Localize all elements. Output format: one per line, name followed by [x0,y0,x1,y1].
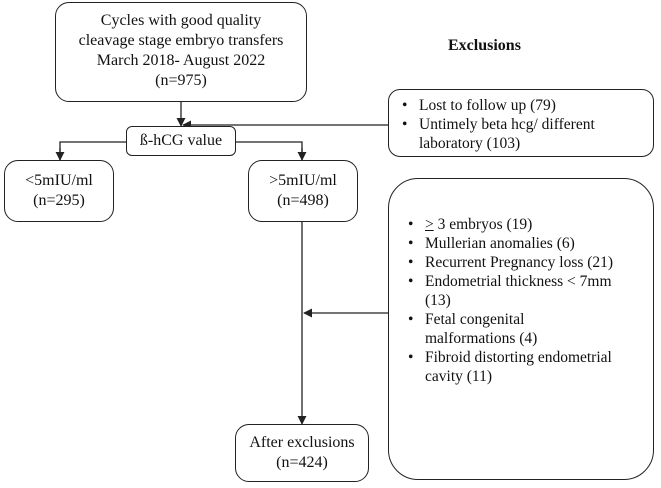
exclusion-item: Recurrent Pregnancy loss (21) [401,253,639,272]
high-value-box: >5mIU/ml (n=498) [248,160,358,222]
exclusion-item: Endometrial thickness < 7mm (13) [401,272,615,310]
final-box: After exclusions (n=424) [235,424,369,482]
exclusion-item: > 3 embryos (19) [401,215,639,234]
high-count: (n=498) [277,192,329,209]
source-box: Cycles with good quality cleavage stage … [55,2,307,102]
second-exclusions-box: > 3 embryos (19) Mullerian anomalies (6)… [388,178,654,480]
first-exclusions-box: Lost to follow up (79) Untimely beta hcg… [388,89,654,157]
source-line-4: (n=975) [155,72,207,89]
low-value-box: <5mIU/ml (n=295) [4,160,114,222]
high-label: >5mIU/ml [269,172,337,189]
exclusions-heading: Exclusions [448,37,521,54]
source-line-2: cleavage stage embryo transfers [78,32,284,49]
exclusion-item: Mullerian anomalies (6) [401,234,639,253]
low-label: <5mIU/ml [25,172,93,189]
embryos-text: 3 embryos (19) [433,216,533,233]
hcg-label: ß-hCG value [139,132,223,149]
exclusion-item: Lost to follow up (79) [395,96,647,115]
source-line-1: Cycles with good quality [100,12,262,29]
exclusion-item: Fibroid distorting endometrial cavity (1… [401,348,639,386]
exclusion-item: Untimely beta hcg/ different laboratory … [395,115,647,153]
exclusion-item: Fetal congenital malformations (4) [401,310,595,348]
final-count: (n=424) [276,454,328,471]
greater-equal-symbol: > [425,216,434,233]
source-line-3: March 2018- August 2022 [96,52,266,69]
hcg-box: ß-hCG value [126,126,236,156]
low-count: (n=295) [33,192,85,209]
final-label: After exclusions [249,434,355,451]
